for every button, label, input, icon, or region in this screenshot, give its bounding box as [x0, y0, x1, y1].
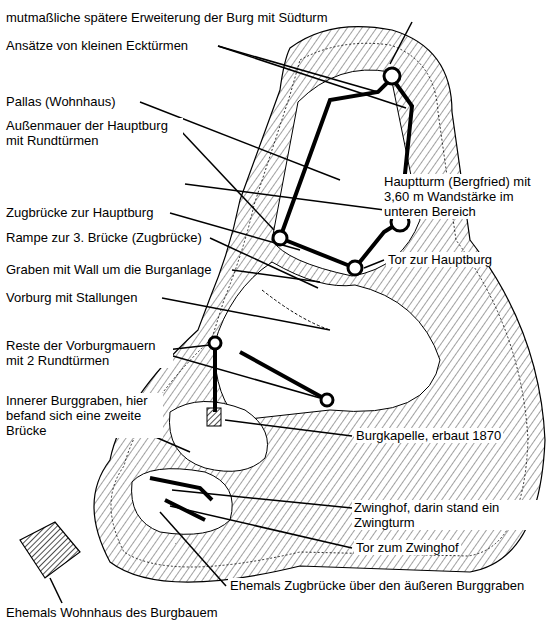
inner-ditch	[169, 401, 267, 471]
callout-label: Tor zum Zwinghof	[354, 540, 461, 555]
zwinger-plateau	[132, 469, 233, 535]
callout-label: Vorburg mit Stallungen	[4, 290, 140, 305]
callout-label: Außenmauer der Hauptburg mit Rundtürmen	[4, 118, 183, 148]
callout-label: Innerer Burggraben, hier befand sich ein…	[4, 393, 163, 438]
callout-label: Zwinghof, darin stand ein Zwingturm	[352, 500, 546, 530]
callout-label: Hauptturm (Bergfried) mit 3,60 m Wandstä…	[382, 174, 546, 219]
outer-wall	[94, 27, 545, 582]
callout-label: Ehemals Wohnhaus des Burgbauem	[4, 605, 220, 620]
callout-label: Rampe zur 3. Brücke (Zugbrücke)	[4, 230, 204, 245]
callout-label: Reste der Vorburgmauern mit 2 Rundtürmen	[4, 338, 173, 368]
chapel	[207, 408, 221, 426]
callout-label: Ansätze von kleinen Ecktürmen	[4, 38, 190, 53]
callout-label: Pallas (Wohnhaus)	[4, 94, 118, 109]
castle-walls	[150, 78, 412, 520]
callout-label: Graben mit Wall um die Burganlage	[4, 262, 213, 277]
round-towers	[209, 68, 409, 406]
callout-label: Tor zur Hauptburg	[386, 252, 494, 267]
callout-label: Ehemals Zugbrücke über den äußeren Burgg…	[228, 578, 526, 593]
forecastle-plateau	[214, 262, 440, 420]
callout-label: Burgkapelle, erbaut 1870	[354, 428, 503, 443]
callout-label: mutmaßliche spätere Erweiterung der Burg…	[4, 10, 330, 25]
farmhouse	[20, 522, 80, 578]
main-castle-plateau	[272, 70, 420, 276]
callout-label: Zugbrücke zur Hauptburg	[4, 205, 155, 220]
